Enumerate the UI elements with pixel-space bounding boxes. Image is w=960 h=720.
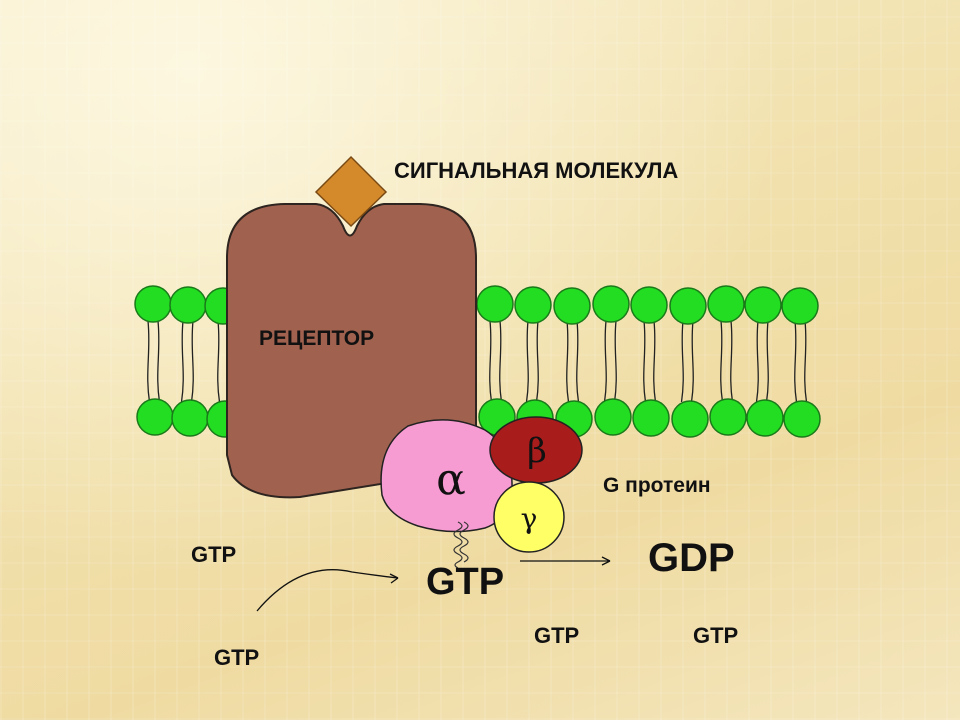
lipid-head-outer [134, 285, 172, 323]
lipid-tail [180, 320, 184, 403]
alpha-gtp-tether [453, 521, 469, 569]
beta-symbol: β [527, 431, 547, 471]
lipid-head-outer [744, 286, 782, 324]
lipid-tail [680, 320, 684, 403]
gtp-binding-arrow [256, 569, 399, 612]
gtp-bottom-right: GTP [693, 623, 739, 648]
signal-molecule-diamond [314, 155, 388, 228]
lipid-tail [765, 320, 769, 403]
gtp-free-upper: GTP [191, 542, 237, 567]
lipid-head-outer [514, 286, 552, 324]
lipid-head-inner [783, 400, 821, 438]
lipid-head-inner [594, 398, 632, 436]
receptor-label: РЕЦЕПТОР [259, 327, 375, 350]
gtp-to-gdp-arrowhead [601, 556, 611, 566]
lipid-head-inner [632, 399, 670, 437]
lipid-tail [566, 320, 570, 403]
lipid-tail [535, 320, 539, 403]
lipid-head-inner [671, 400, 709, 438]
lipid-tail [690, 320, 694, 403]
lipid-head-inner [746, 399, 784, 437]
gamma-symbol: γ [521, 502, 538, 535]
gtp-bottom-center: GTP [534, 623, 580, 648]
lipid-head-inner [171, 399, 209, 437]
gtp-bound-label: GTP [426, 561, 505, 603]
lipid-tail [217, 320, 221, 403]
lipid-tail [499, 320, 503, 403]
lipid-heads [134, 285, 821, 438]
lipid-head-outer [592, 285, 630, 323]
lipid-tail [157, 320, 161, 403]
lipid-tail [794, 320, 798, 403]
gamma-subunit [493, 481, 565, 553]
lipid-head-outer [707, 285, 745, 323]
gtp-binding-arrowhead [389, 573, 399, 584]
gtp-free-lower: GTP [214, 645, 260, 670]
lipid-head-outer [781, 287, 819, 325]
lipid-head-outer [669, 287, 707, 325]
lipid-head-outer [476, 285, 514, 323]
lipid-head-outer [630, 286, 668, 324]
signal-molecule-label: СИГНАЛЬНАЯ МОЛЕКУЛА [394, 158, 679, 183]
lipid-head-inner [136, 398, 174, 436]
lipid-tail [147, 320, 151, 403]
lipid-tail [489, 320, 493, 403]
lipid-tail [720, 320, 724, 403]
alpha-symbol: α [436, 454, 466, 505]
lipid-tail [653, 320, 657, 403]
lipid-tail [190, 320, 194, 403]
lipid-tail [576, 320, 580, 403]
g-protein-label: G протеин [603, 474, 711, 497]
lipid-tail [804, 320, 808, 403]
lipid-tail [525, 320, 529, 403]
gdp-label: GDP [648, 536, 735, 580]
lipid-head-outer [553, 287, 591, 325]
lipid-tail [613, 320, 617, 403]
lipid-tail [755, 320, 759, 403]
lipid-head-outer [169, 286, 207, 324]
lipid-tail [730, 320, 734, 403]
lipid-tail [603, 320, 607, 403]
lipid-tail [643, 320, 647, 403]
lipid-head-inner [709, 398, 747, 436]
